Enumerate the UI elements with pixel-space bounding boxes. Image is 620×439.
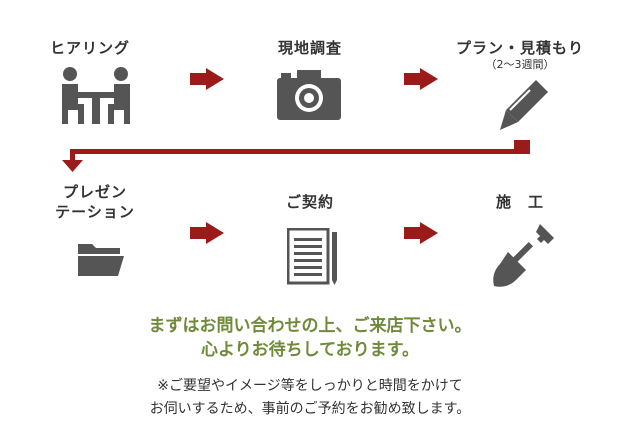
step-hearing: ヒアリング <box>20 38 160 58</box>
arrow-right-3 <box>190 222 224 248</box>
tagline-line1: まずはお問い合わせの上、ご来店下さい。 <box>148 316 472 336</box>
step-plan-estimate: プラン・見積もり （2～3週間） <box>440 38 600 72</box>
document-icon <box>287 228 337 285</box>
arrow-right-4 <box>404 222 438 248</box>
meeting-icon <box>62 67 130 124</box>
pen-icon <box>500 80 548 130</box>
arrow-right-1 <box>190 68 224 94</box>
tagline-line2: 心よりお待ちしております。 <box>201 340 419 360</box>
arrow-right-2 <box>404 68 438 94</box>
row-connector-arrow <box>62 140 530 172</box>
step-contract: ご契約 <box>240 192 380 212</box>
step-title: 施 工 <box>495 193 544 211</box>
step-title: 現地調査 <box>277 39 342 57</box>
note-line2: お伺いするため、事前のご予約をお勧め致します。 <box>149 401 471 417</box>
shovel-icon <box>493 224 554 287</box>
step-title-line1: プレゼン <box>62 183 127 201</box>
step-construction: 施 工 <box>450 192 590 212</box>
step-survey: 現地調査 <box>240 38 380 58</box>
note-line1: ※ご要望やイメージ等をしっかりと時間をかけて <box>157 378 463 394</box>
step-presentation: プレゼン テーション <box>20 182 170 222</box>
camera-icon <box>277 70 341 120</box>
step-title: ご契約 <box>285 193 334 211</box>
step-title-line2: テーション <box>55 203 135 221</box>
step-title: プラン・見積もり <box>455 39 584 57</box>
folder-icon <box>78 244 124 276</box>
step-duration: （2～3週間） <box>485 58 555 71</box>
step-title: ヒアリング <box>49 39 130 57</box>
